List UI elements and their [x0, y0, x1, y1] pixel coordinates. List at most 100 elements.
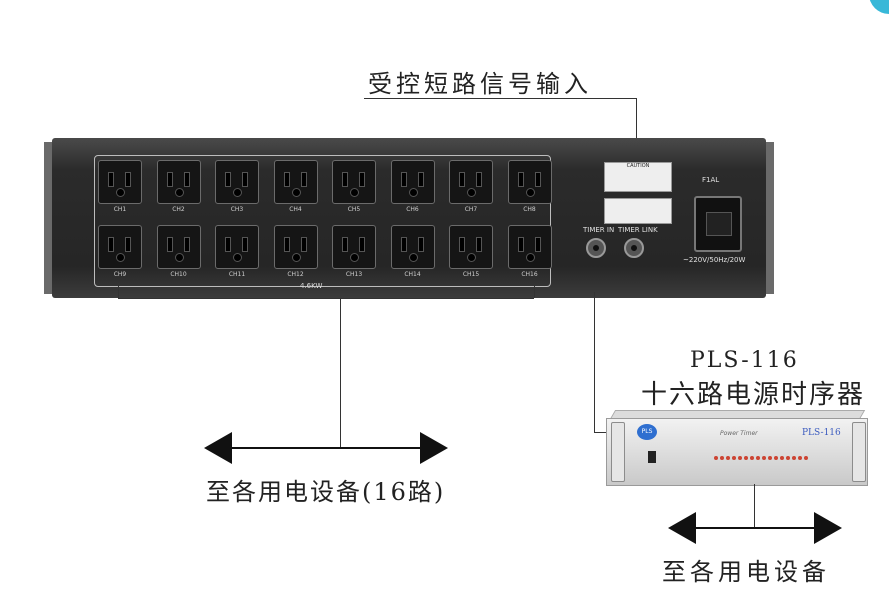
- outlet-slot: [166, 237, 173, 252]
- timer-leader-h: [594, 432, 608, 433]
- channel-label: CH6: [406, 206, 419, 213]
- channel-label: CH14: [404, 271, 421, 278]
- to-devices-label: 至各用电设备: [662, 558, 830, 586]
- channel-led: [804, 456, 808, 460]
- channel-led: [798, 456, 802, 460]
- outlet-ground: [174, 253, 184, 262]
- timer-link-jack[interactable]: [624, 238, 644, 258]
- outlet-slot: [108, 237, 114, 252]
- channel-label: CH16: [521, 271, 538, 278]
- ac-outlet[interactable]: [449, 160, 493, 204]
- unit-handle-right: [852, 422, 866, 482]
- channel-led: [720, 456, 724, 460]
- ac-outlet[interactable]: [98, 225, 142, 269]
- ac-outlet[interactable]: [273, 160, 318, 204]
- ac-outlet[interactable]: [390, 160, 435, 204]
- ac-outlet[interactable]: [449, 225, 493, 269]
- channel-label: CH1: [113, 206, 127, 213]
- caution-label-1: CAUTION: [604, 162, 672, 192]
- ac-outlet[interactable]: [98, 160, 142, 204]
- outlet-slot: [183, 172, 190, 187]
- unit-model-text: PLS-116: [802, 428, 841, 438]
- outlet-slot: [534, 172, 541, 187]
- outlet-slot: [417, 237, 424, 252]
- fuse-label: F1AL: [702, 176, 720, 184]
- arrow-shaft: [230, 447, 426, 449]
- outlet-slot: [125, 237, 131, 252]
- rack-ear-left: [44, 142, 54, 294]
- arrow-right-head: [420, 432, 448, 464]
- ac-outlet[interactable]: [507, 160, 552, 204]
- outlet-slot: [459, 172, 465, 187]
- to-devices-16-label: 至各用电设备(16路): [206, 478, 446, 506]
- timer-in-jack[interactable]: [586, 238, 606, 258]
- outlet-slot: [225, 172, 231, 187]
- timer-in-label: TIMER IN: [583, 226, 615, 234]
- outlet-ground: [350, 188, 359, 197]
- outlet-group: [94, 155, 551, 287]
- power-rating-label: ~220V/50Hz/20W: [683, 256, 746, 264]
- bracket-right: [534, 283, 535, 298]
- channel-led: [714, 456, 718, 460]
- outlet-ground: [116, 253, 125, 262]
- outlet-slot: [283, 237, 290, 252]
- outlet-slot: [359, 172, 365, 187]
- small-arrow-right-head: [814, 512, 842, 544]
- power-switch[interactable]: [648, 451, 656, 463]
- outlet-ground: [525, 188, 535, 197]
- ac-outlet[interactable]: [156, 160, 201, 204]
- channel-label: CH10: [170, 271, 187, 278]
- channel-label: CH4: [289, 206, 302, 213]
- caution-text: CAUTION: [626, 163, 650, 169]
- outlet-slot: [417, 172, 424, 187]
- input-leader-h: [364, 98, 636, 99]
- unit-name-text: Power Timer: [720, 430, 758, 437]
- arrow-left-head: [204, 432, 232, 464]
- outlet-ground: [291, 253, 301, 262]
- ac-outlet[interactable]: [215, 225, 259, 269]
- channel-led: [780, 456, 784, 460]
- ac-outlet[interactable]: [332, 225, 376, 269]
- outlet-slot: [300, 237, 307, 252]
- channel-label: CH8: [523, 206, 536, 213]
- outlet-ground: [233, 253, 242, 262]
- ac-outlet[interactable]: [332, 160, 376, 204]
- outlet-ground: [467, 253, 476, 262]
- channel-label: CH11: [228, 271, 246, 278]
- rack-ear-right: [764, 142, 774, 294]
- ac-outlet[interactable]: [156, 225, 201, 269]
- outlet-slot: [517, 172, 524, 187]
- outlet-ground: [467, 188, 476, 197]
- outlet-slot: [242, 172, 248, 187]
- outlet-slot: [125, 172, 131, 187]
- sequencer-model-label: PLS-116: [690, 348, 799, 373]
- outlet-ground: [233, 188, 242, 197]
- timer-leader-v: [594, 292, 595, 432]
- small-arrow-shaft: [694, 527, 818, 529]
- ac-outlet[interactable]: [507, 225, 552, 269]
- ac-outlet[interactable]: [215, 160, 259, 204]
- outlet-slot: [534, 237, 541, 252]
- outlet-slot: [300, 172, 307, 187]
- channel-label: CH2: [172, 206, 185, 213]
- outlet-slot: [400, 172, 407, 187]
- ac-outlet[interactable]: [273, 225, 318, 269]
- small-arrow-left-head: [668, 512, 696, 544]
- channel-label: CH3: [230, 206, 244, 213]
- channel-led: [738, 456, 742, 460]
- channel-led: [792, 456, 796, 460]
- channel-label: CH7: [464, 206, 478, 213]
- power-inlet[interactable]: [694, 196, 742, 252]
- outlet-slot: [183, 237, 190, 252]
- channel-led: [750, 456, 754, 460]
- channel-label: CH5: [347, 206, 361, 213]
- outlet-ground: [525, 253, 535, 262]
- outlet-slot: [517, 237, 524, 252]
- outlet-ground: [174, 188, 184, 197]
- outlet-slot: [283, 172, 290, 187]
- sequencer-name-label: 十六路电源时序器: [641, 380, 866, 410]
- ac-outlet[interactable]: [390, 225, 435, 269]
- channel-label: CH9: [113, 271, 127, 278]
- channel-led: [744, 456, 748, 460]
- unit-leader-v: [754, 484, 755, 528]
